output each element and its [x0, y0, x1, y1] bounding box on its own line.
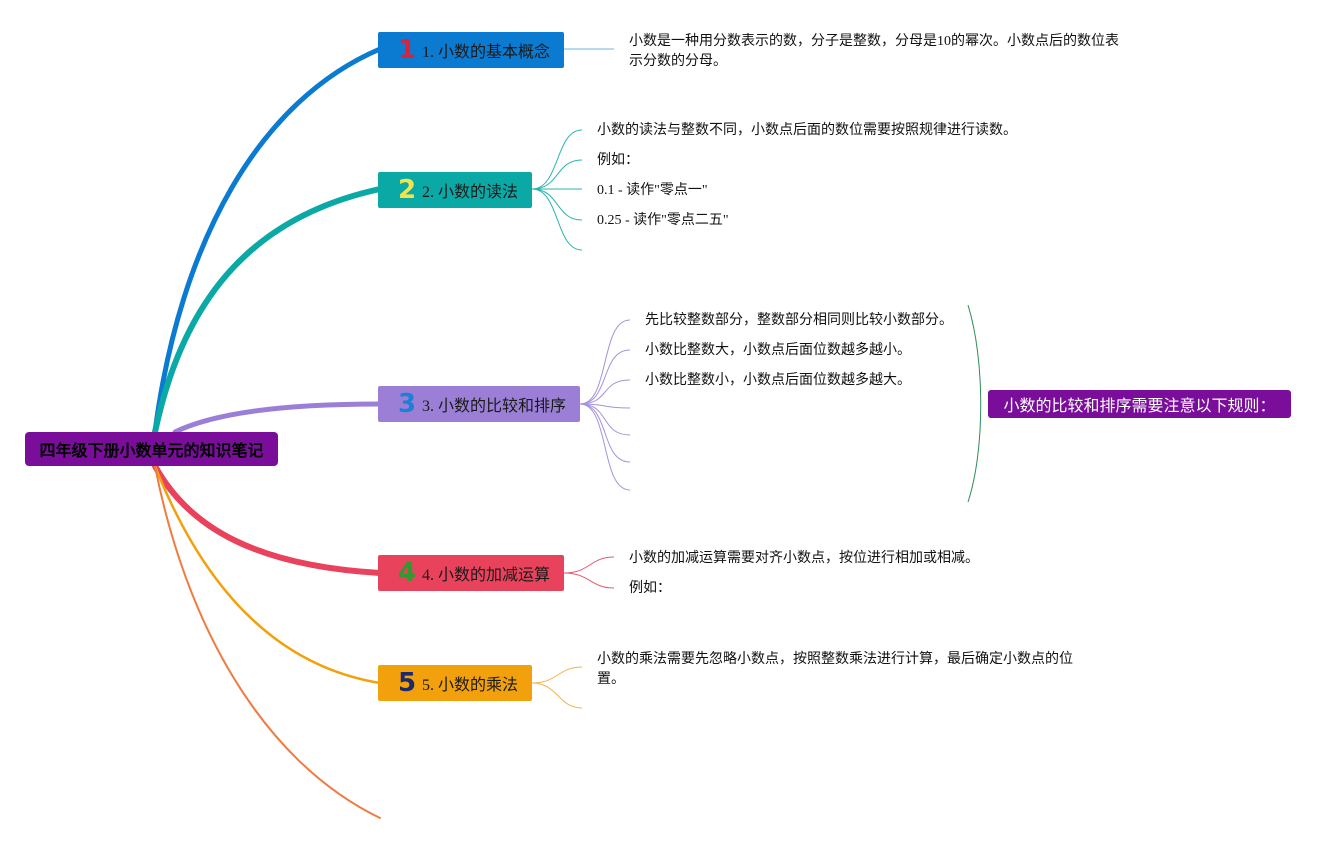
- number-2-icon: 2: [397, 175, 417, 205]
- topic-2-leaf-1: 小数的读法与整数不同，小数点后面的数位需要按照规律进行读数。: [597, 123, 1017, 138]
- topic-2-leaf-3: 0.1 - 读作"零点一": [597, 183, 708, 198]
- topic-4-leaf-1: 小数的加减运算需要对齐小数点，按位进行相加或相减。: [629, 551, 979, 566]
- branch-topic-4: [152, 463, 383, 576]
- topic-3-leaf-2: 小数比整数大，小数点后面位数越多越小。: [645, 343, 911, 358]
- topic-3-leaf-3: 小数比整数小，小数点后面位数越多越大。: [645, 373, 911, 388]
- summary-callout-label: 小数的比较和排序需要注意以下规则：: [1003, 398, 1276, 415]
- branch-topic-3: [172, 401, 383, 435]
- topic-3-node[interactable]: 3 3. 小数的比较和排序: [378, 386, 580, 422]
- topic-1-label: 1. 小数的基本概念: [422, 44, 551, 61]
- topic-2-leaf-4: 0.25 - 读作"零点二五": [597, 213, 729, 228]
- topic-4-leaf-2: 例如：: [629, 581, 671, 596]
- branch-topic-2: [152, 186, 383, 435]
- branch-topic-5: [153, 464, 382, 685]
- topic-2-node[interactable]: 2 2. 小数的读法: [378, 172, 532, 208]
- root-node[interactable]: 四年级下册小数单元的知识笔记: [25, 432, 278, 466]
- root-label: 四年级下册小数单元的知识笔记: [39, 443, 264, 460]
- topic-3-label: 3. 小数的比较和排序: [422, 398, 567, 415]
- number-1-icon: 1: [397, 35, 417, 65]
- topic-2-leaf-2: 例如：: [597, 153, 639, 168]
- summary-callout[interactable]: 小数的比较和排序需要注意以下规则：: [988, 390, 1291, 418]
- topic-4-label: 4. 小数的加减运算: [422, 567, 551, 584]
- branch-topic-1: [152, 46, 383, 435]
- topic-5-node[interactable]: 5 5. 小数的乘法: [378, 665, 532, 701]
- topic-1-leaf-1: 小数是一种用分数表示的数，分子是整数，分母是10的幂次。小数点后的数位表示分数的…: [629, 34, 1119, 69]
- topic-5-leaf-1: 小数的乘法需要先忽略小数点，按照整数乘法进行计算，最后确定小数点的位置。: [597, 652, 1073, 687]
- topic-3-leaf-1: 先比较整数部分，整数部分相同则比较小数部分。: [645, 313, 953, 328]
- summary-bracket: [967, 304, 982, 503]
- number-3-icon: 3: [397, 389, 417, 419]
- topic-5-label: 5. 小数的乘法: [422, 677, 519, 694]
- number-5-icon: 5: [397, 668, 417, 698]
- topic-1-node[interactable]: 1 1. 小数的基本概念: [378, 32, 564, 68]
- number-4-icon: 4: [397, 558, 417, 588]
- topic-4-node[interactable]: 4 4. 小数的加减运算: [378, 555, 564, 591]
- topic-2-label: 2. 小数的读法: [422, 184, 519, 201]
- branch-empty: [154, 465, 381, 819]
